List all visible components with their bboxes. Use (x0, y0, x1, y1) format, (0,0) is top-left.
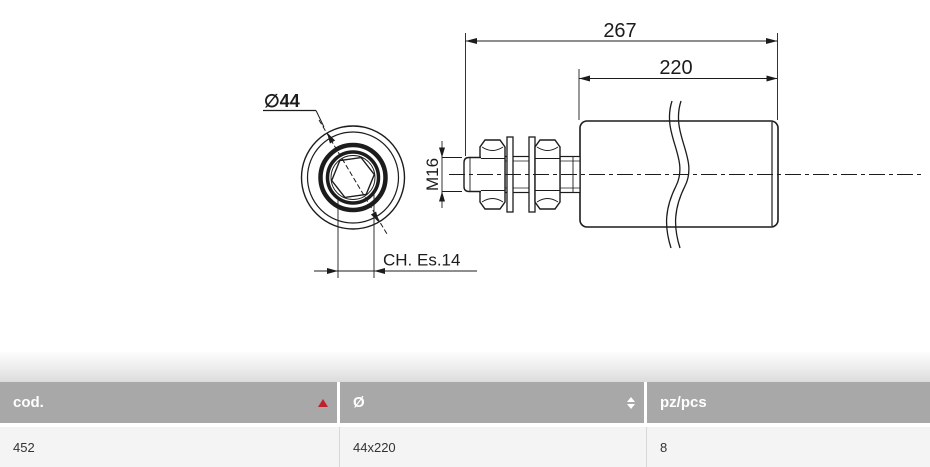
column-header-cod-label: cod. (13, 394, 44, 411)
column-divider (339, 427, 340, 467)
cell-diameter: 44x220 (353, 439, 396, 455)
column-header-diameter-label: Ø (353, 394, 365, 411)
table-header: cod. Ø pz/pcs (0, 382, 930, 423)
overall-length-label: 267 (603, 20, 636, 42)
sort-both-icon (627, 396, 635, 409)
front-view (263, 109, 477, 278)
table-top-shadow (0, 352, 930, 382)
hex-key-label: CH. Es.14 (383, 251, 460, 270)
hex-socket (330, 156, 376, 199)
column-header-diameter[interactable]: Ø (340, 382, 644, 423)
cell-pieces: 8 (660, 439, 668, 455)
column-header-pieces-label: pz/pcs (660, 394, 707, 411)
cell-cod: 452 (13, 439, 35, 455)
break-lines (665, 100, 690, 249)
body-length-label: 220 (659, 57, 692, 79)
diameter-label: ∅44 (264, 91, 300, 111)
sort-ascending-icon (318, 398, 328, 407)
column-header-pieces[interactable]: pz/pcs (647, 382, 930, 423)
table-row: 452 44x220 8 (0, 427, 930, 467)
column-header-cod[interactable]: cod. (0, 382, 337, 423)
thread-dimension (439, 141, 462, 208)
technical-drawing: ∅44 CH. Es.14 267 220 M16 (263, 20, 921, 278)
side-view (439, 33, 921, 249)
thread-label: M16 (423, 158, 442, 191)
column-divider (646, 427, 647, 467)
